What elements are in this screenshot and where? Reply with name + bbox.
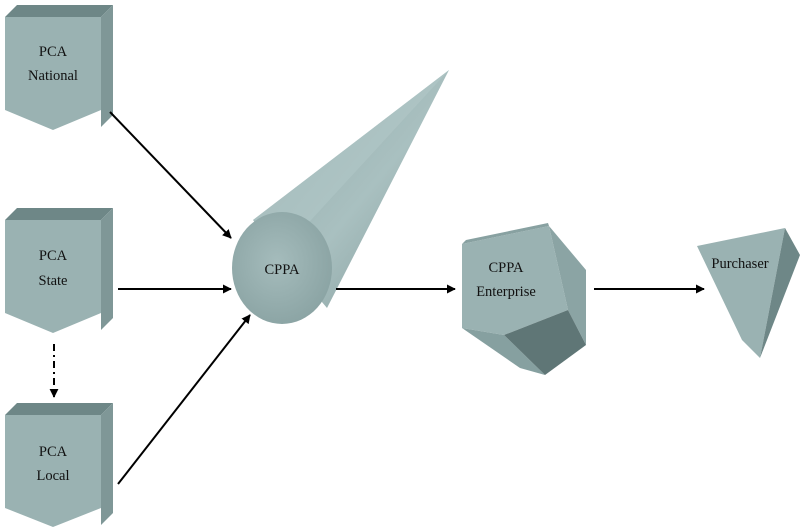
cppa-enterprise-main-face bbox=[462, 226, 568, 335]
pca-local-label-line2: Local bbox=[36, 468, 69, 484]
pca-local-top-face bbox=[5, 403, 113, 415]
cppa-enterprise-node[interactable]: CPPA Enterprise bbox=[462, 223, 586, 375]
cppa-enterprise-side-face bbox=[549, 226, 586, 345]
arrow-national-to-cppa bbox=[109, 111, 232, 239]
pca-national-top-face bbox=[5, 5, 113, 17]
pca-state-label-line1: PCA bbox=[39, 248, 68, 264]
cppa-enterprise-top-face bbox=[462, 223, 549, 244]
cppa-enterprise-dark-face bbox=[504, 310, 586, 375]
purchaser-front-face bbox=[697, 228, 785, 358]
pca-state-label-line2: State bbox=[39, 273, 68, 289]
cppa-cone-highlight bbox=[253, 70, 449, 232]
pca-state-front-face bbox=[5, 220, 101, 333]
arrow-local-to-cppa bbox=[117, 314, 251, 485]
purchaser-side-face bbox=[760, 228, 800, 358]
pca-local-front-face bbox=[5, 415, 101, 527]
purchaser-label: Purchaser bbox=[711, 256, 768, 272]
pca-national-side-face bbox=[101, 5, 113, 127]
cppa-enterprise-label-line2: Enterprise bbox=[476, 284, 536, 300]
cppa-label: CPPA bbox=[265, 262, 300, 278]
cppa-cone-base bbox=[232, 212, 332, 324]
purchaser-node[interactable]: Purchaser bbox=[697, 228, 800, 358]
cppa-enterprise-label-line1: CPPA bbox=[489, 260, 524, 276]
cppa-enterprise-bottom-face bbox=[462, 328, 545, 375]
pca-national-label-line1: PCA bbox=[39, 44, 68, 60]
pca-local-side-face bbox=[101, 403, 113, 525]
pca-national-front-face bbox=[5, 17, 101, 130]
pca-state-node[interactable]: PCA State bbox=[5, 208, 113, 333]
pca-national-node[interactable]: PCA National bbox=[5, 5, 113, 130]
pca-local-label-line1: PCA bbox=[39, 444, 68, 460]
pca-state-side-face bbox=[101, 208, 113, 330]
pca-national-label-line2: National bbox=[28, 68, 78, 84]
pca-state-top-face bbox=[5, 208, 113, 220]
cppa-node[interactable]: CPPA bbox=[232, 70, 449, 324]
pca-local-node[interactable]: PCA Local bbox=[5, 403, 113, 527]
